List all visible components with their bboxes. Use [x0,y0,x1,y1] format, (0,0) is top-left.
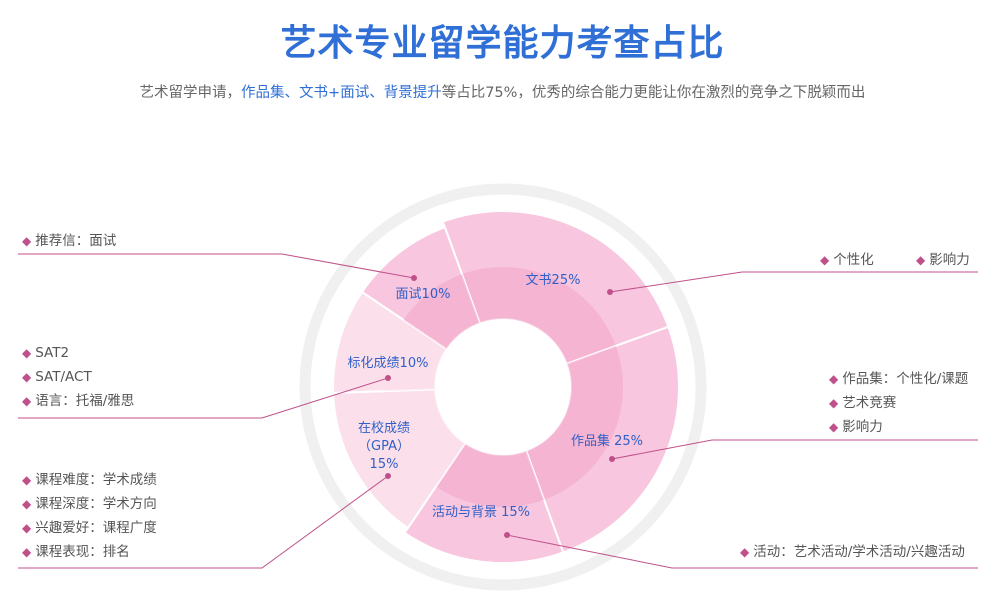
annotation-portfolio-0: ◆作品集：个性化/课题 [829,371,969,387]
slice-label-3: 在校成绩（GPA）15% [358,420,410,472]
diamond-icon: ◆ [22,346,32,360]
subtitle-part-c: 等占比75%，优秀的综合能力更能让你在激烈的竞争之下脱颖而出 [441,85,866,101]
page-subtitle: 艺术留学申请，作品集、文书+面试、背景提升等占比75%，优秀的综合能力更能让你在… [0,81,1005,102]
slice-inner-3 [383,389,465,487]
slice-label-0: 文书25% [526,273,581,288]
outer-ring [299,183,707,591]
slice-inner-5 [403,274,480,349]
slice-label-2: 活动与背景 15% [432,505,530,520]
annotation-portfolio-2: ◆影响力 [829,419,883,435]
diamond-icon: ◆ [829,372,839,386]
slice-dot-0 [607,289,613,295]
diamond-icon: ◆ [22,473,32,487]
diamond-icon: ◆ [829,420,839,434]
annotation-gpa-0: ◆课程难度：学术成绩 [22,472,157,488]
subtitle-highlight: 作品集、文书+面试、背景提升 [241,85,442,101]
guide-line-gpa [18,475,389,569]
annotation-activity-0: ◆活动：艺术活动/学术活动/兴趣活动 [740,544,965,560]
annotation-standardized-0: ◆SAT2 [22,345,70,361]
guide-line-essay [609,271,978,293]
slice-dot-1 [609,456,615,462]
slice-dot-5 [411,275,417,281]
slice-inner-2 [435,443,545,508]
slice-dot-4 [385,375,391,381]
slice-label-4: 标化成绩10% [348,356,429,371]
subtitle-part-a: 艺术留学申请， [139,85,242,101]
slice-inner-0 [461,267,616,364]
guide-line-standardized [18,377,389,419]
annotation-standardized-2: ◆语言：托福/雅思 [22,393,135,409]
slice-inner-1 [526,345,623,500]
diamond-icon: ◆ [820,253,830,267]
annotation-gpa-2: ◆兴趣爱好：课程广度 [22,520,157,536]
annotation-standardized-1: ◆SAT/ACT [22,369,92,385]
slice-dot-2 [504,532,510,538]
guide-line-activity [506,534,978,569]
diamond-icon: ◆ [740,545,750,559]
slice-dot-3 [385,473,391,479]
slice-label-1: 作品集 25% [571,433,643,449]
guide-line-portfolio [611,439,978,460]
diamond-icon: ◆ [916,253,926,267]
diamond-icon: ◆ [22,521,32,535]
annotation-gpa-3: ◆课程表现：排名 [22,544,130,560]
slice-inner-4 [383,319,447,392]
annotation-essay-0: ◆个性化 [820,252,874,268]
donut-hole [435,319,571,455]
slice-label-5: 面试10% [396,287,451,302]
annotation-essay-1: ◆影响力 [916,252,970,268]
annotation-gpa-1: ◆课程深度：学术方向 [22,496,157,512]
diamond-icon: ◆ [22,370,32,384]
diamond-icon: ◆ [22,545,32,559]
diamond-icon: ◆ [829,396,839,410]
annotation-portfolio-1: ◆艺术竞赛 [829,395,897,411]
diamond-icon: ◆ [22,497,32,511]
diamond-icon: ◆ [22,234,32,248]
page-title: 艺术专业留学能力考查占比 [280,23,725,64]
guide-line-interview [18,253,415,279]
annotation-interview-0: ◆推荐信：面试 [22,233,117,249]
diamond-icon: ◆ [22,394,32,408]
